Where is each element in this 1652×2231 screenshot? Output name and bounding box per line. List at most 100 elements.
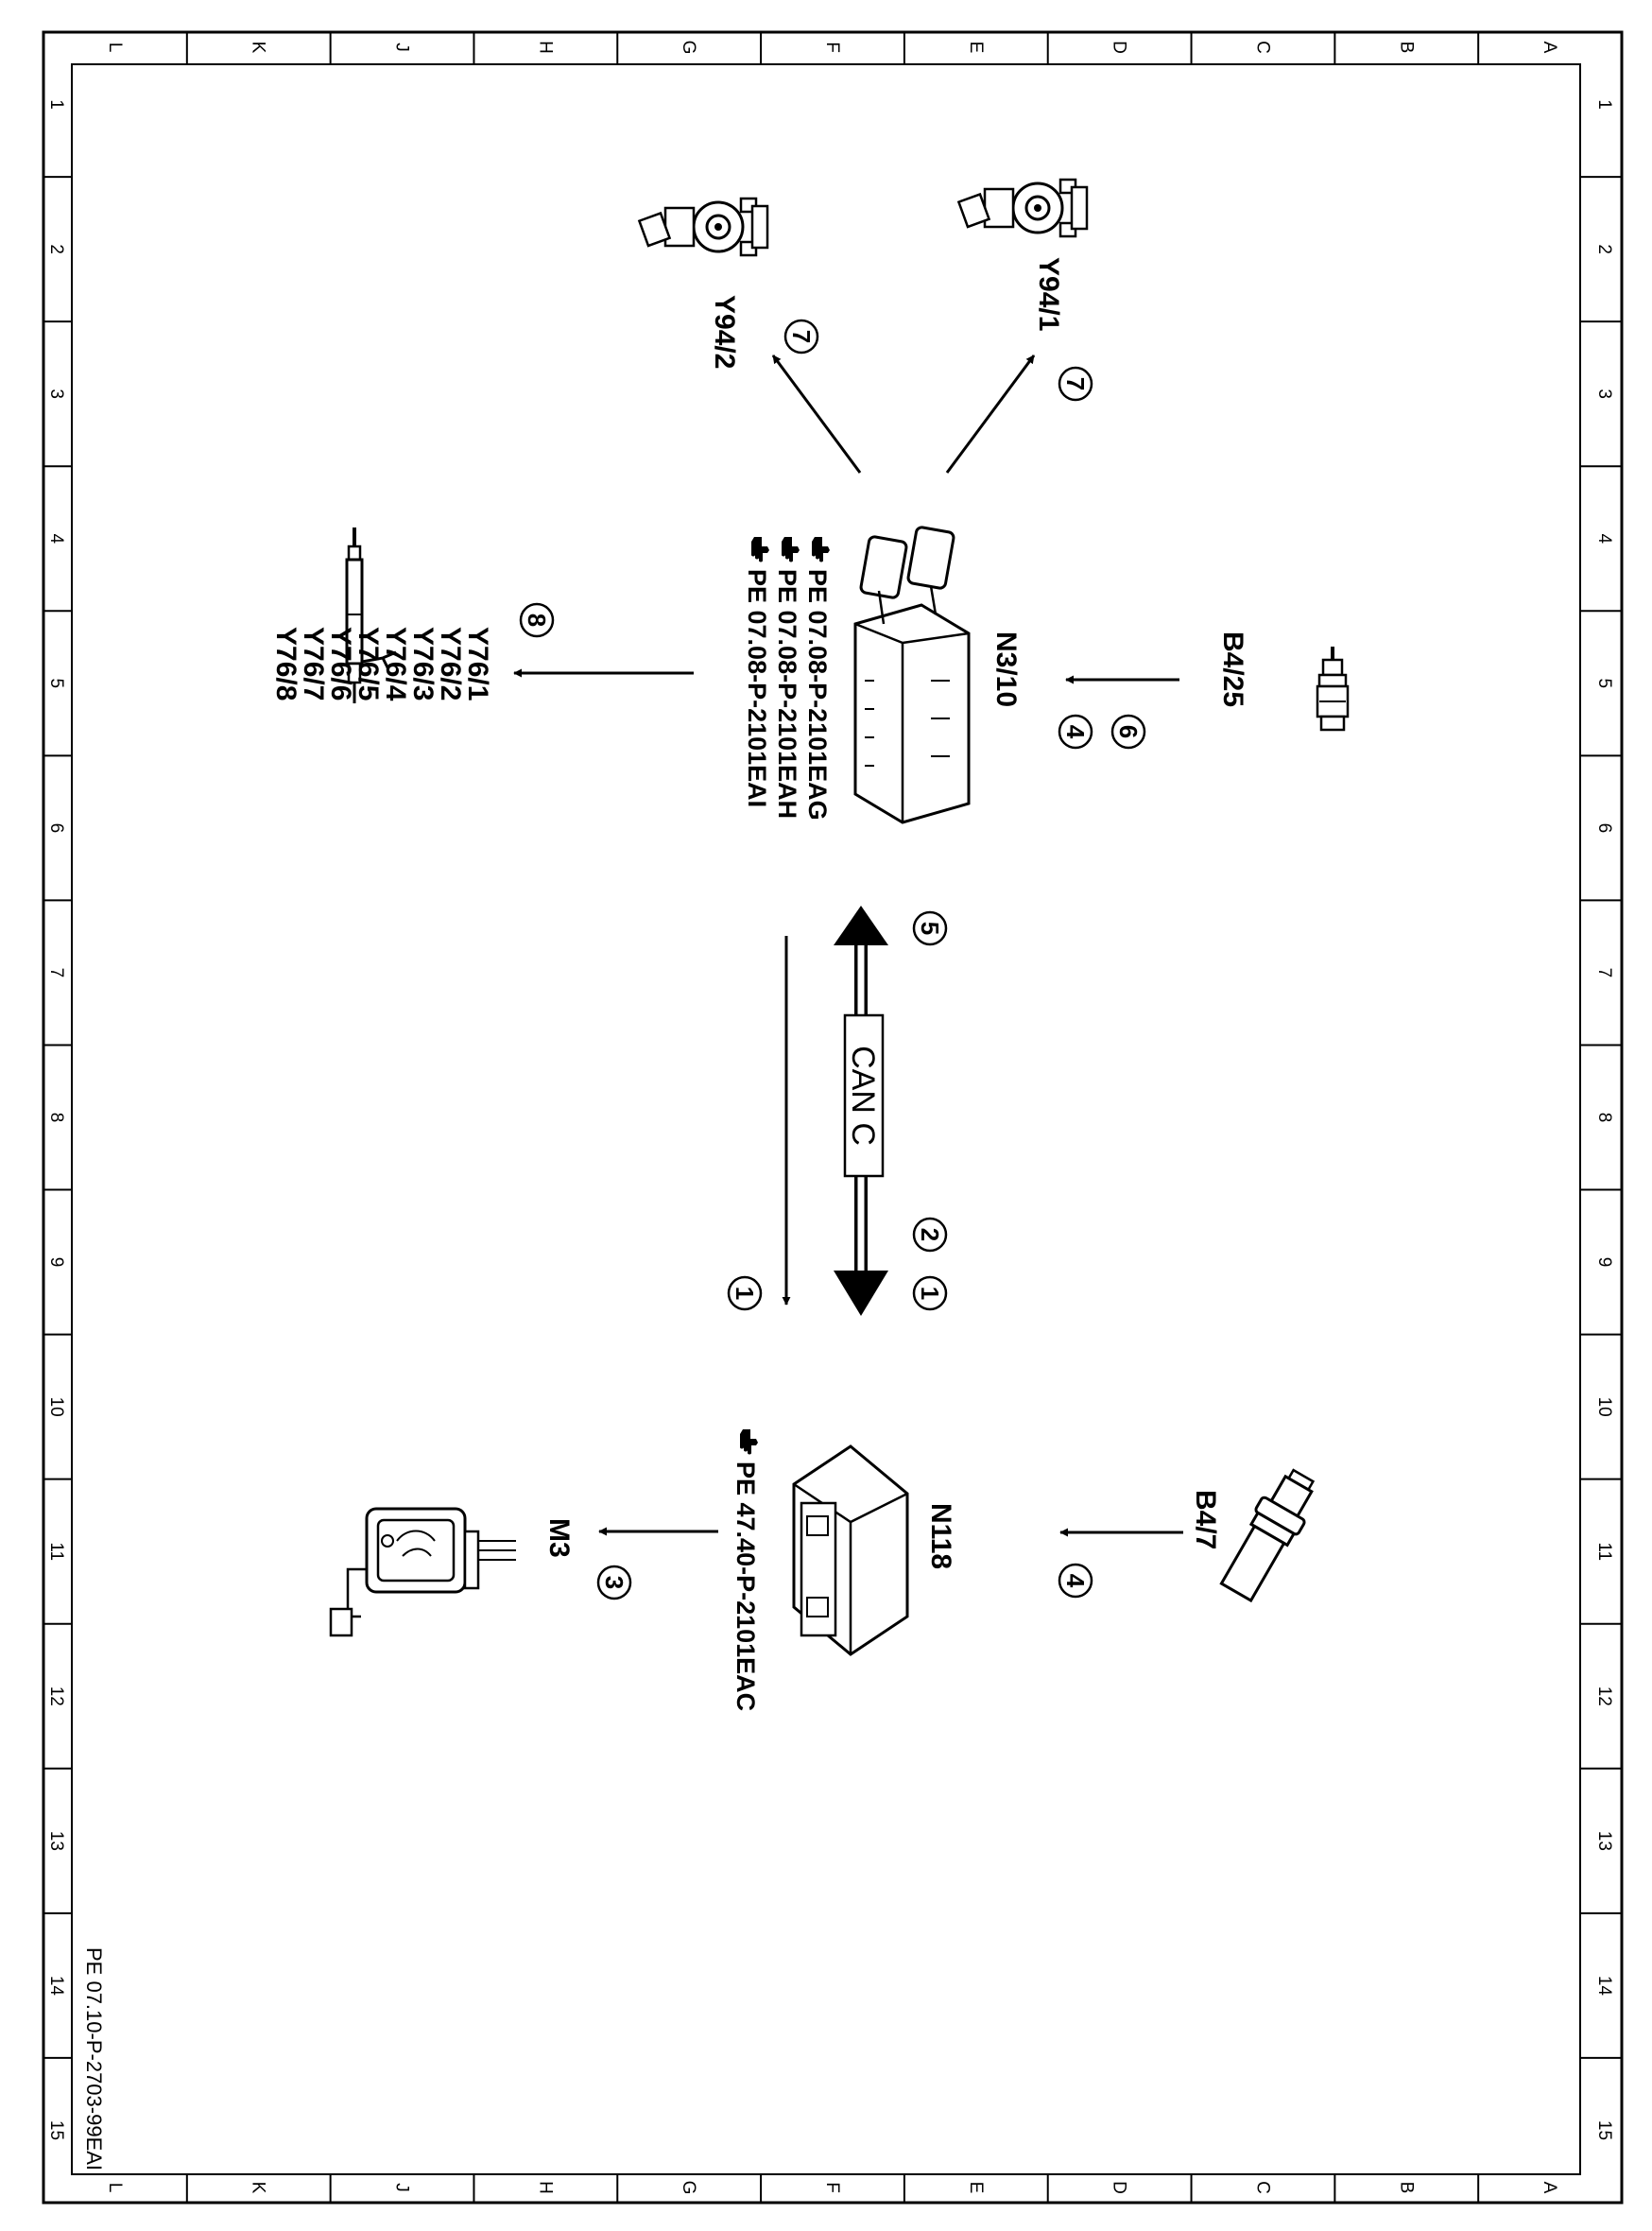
component-label-n118: N118 (925, 1503, 956, 1569)
grid-number-right: 13 (1594, 1831, 1614, 1851)
arrow-n3-10-to-y94-2 (771, 355, 862, 474)
grid-letter-top: K (249, 42, 268, 54)
grid-number-right: 15 (1594, 2120, 1614, 2140)
callout-y94-2: 7 (783, 319, 819, 355)
component-label-m3: M3 (543, 1518, 575, 1558)
grid-number-right: 2 (1594, 244, 1614, 254)
grid-number-right: 12 (1594, 1686, 1614, 1706)
pointing-hand-icon (782, 537, 800, 562)
component-label-y76-7: Y76/7 (298, 627, 329, 700)
grid-number-left: 4 (46, 533, 66, 544)
component-label-y94-2: Y94/2 (709, 295, 740, 369)
grid-letter-top: F (822, 42, 842, 53)
svg-text:7: 7 (787, 330, 816, 343)
grid-letter-bottom: B (1396, 2182, 1416, 2194)
callout-n3-10-b: 6 (1110, 714, 1146, 750)
grid-letter-bottom: K (249, 2182, 268, 2194)
grid-letter-bottom: E (966, 2182, 986, 2194)
callout-signal-line: 1 (727, 1275, 763, 1311)
pointing-hand-icon (740, 1429, 758, 1455)
grid-letter-bottom: A (1540, 2182, 1559, 2194)
grid-letter-bottom: C (1252, 2181, 1272, 2194)
component-label-y76-5: Y76/5 (353, 627, 384, 700)
svg-text:5: 5 (916, 922, 944, 935)
grid-number-right: 14 (1594, 1976, 1614, 1997)
component-list-y76: Y76/1 Y76/2 Y76/3 Y76/4 Y76/5 Y76/6 Y76/… (270, 627, 493, 701)
svg-text:3: 3 (600, 1576, 628, 1589)
grid-letter-top: L (105, 43, 125, 53)
can-bus: CAN C (834, 906, 888, 1316)
pointing-hand-icon (812, 537, 830, 562)
valve-icon (956, 178, 1089, 238)
pump-icon (329, 1507, 516, 1637)
grid-number-right: 9 (1594, 1257, 1614, 1268)
grid-number-right: 11 (1594, 1542, 1614, 1561)
inner-frame (71, 63, 1581, 2175)
grid-number-right: 5 (1594, 679, 1614, 689)
component-label-b4-25: B4/25 (1217, 631, 1248, 707)
component-label-y76-3: Y76/3 (407, 627, 439, 700)
grid-number-left: 15 (46, 2120, 66, 2140)
pointing-hand-icon (751, 537, 769, 562)
grid-letter-bottom: J (392, 2183, 412, 2192)
grid-number-left: 13 (46, 1831, 66, 1851)
reference-list-n118: PE 47.40-P-2101EAC (731, 1429, 760, 1711)
callout-n3-10-a: 4 (1058, 714, 1093, 750)
component-label-b4-7: B4/7 (1190, 1490, 1221, 1549)
injector-icon (345, 527, 397, 703)
grid-letter-bottom: F (822, 2182, 842, 2193)
grid-letter-top: B (1396, 42, 1416, 54)
grid-letter-top: E (966, 42, 986, 54)
grid-number-right: 3 (1594, 389, 1614, 399)
grid-letter-top: J (392, 43, 412, 52)
grid-letter-bottom: D (1110, 2181, 1129, 2194)
grid-number-left: 10 (46, 1397, 66, 1417)
grid-number-left: 5 (46, 679, 66, 689)
component-label-y76-4: Y76/4 (380, 627, 411, 701)
grid-letter-top: C (1252, 41, 1272, 54)
component-label-y76-6: Y76/6 (325, 627, 356, 700)
grid-letter-top: A (1540, 42, 1559, 54)
component-label-n3-10: N3/10 (990, 631, 1022, 707)
grid-number-left: 14 (46, 1976, 66, 1997)
sensor-icon (1316, 647, 1350, 732)
component-label-y76-1: Y76/1 (462, 627, 493, 700)
grid-number-left: 8 (46, 1113, 66, 1123)
callout-y76: 8 (519, 602, 555, 638)
drawing-number: PE 07.10-P-2703-99EAI (82, 1947, 106, 2170)
svg-text:6: 6 (1114, 725, 1143, 738)
callout-can-bottom-b: 1 (912, 1275, 948, 1311)
component-label-y76-8: Y76/8 (270, 627, 301, 700)
callout-y94-1: 7 (1058, 366, 1093, 402)
svg-text:1: 1 (731, 1287, 759, 1300)
callout-can-bottom-a: 2 (912, 1217, 948, 1253)
can-bus-label: CAN C (845, 1046, 881, 1146)
outer-frame (42, 30, 1624, 2205)
grid-number-right: 1 (1594, 99, 1614, 110)
valve-icon (637, 197, 769, 257)
callout-n118-in: 4 (1058, 1563, 1093, 1599)
component-label-y76-2: Y76/2 (435, 627, 466, 700)
grid-letter-bottom: G (679, 2181, 698, 2195)
svg-text:7: 7 (1061, 377, 1090, 390)
reference-n3-10-1: PE 07.08-P-2101EAG (803, 569, 832, 821)
grid-number-left: 2 (46, 244, 66, 254)
arrow-n3-10-to-y94-1 (945, 355, 1036, 474)
grid-number-left: 3 (46, 389, 66, 399)
grid-number-left: 6 (46, 823, 66, 834)
svg-text:8: 8 (523, 614, 551, 627)
grid-number-right: 10 (1594, 1397, 1614, 1417)
grid-letter-top: D (1110, 41, 1129, 54)
svg-text:2: 2 (916, 1228, 944, 1241)
svg-text:4: 4 (1061, 725, 1090, 739)
component-label-y94-1: Y94/1 (1033, 257, 1064, 331)
pump-icon (792, 1444, 909, 1656)
reference-n3-10-2: PE 07.08-P-2101EAH (773, 569, 801, 819)
grid-number-left: 11 (46, 1542, 66, 1561)
grid-ticks (43, 32, 1622, 2203)
svg-text:1: 1 (916, 1287, 944, 1300)
grid-number-left: 1 (46, 99, 66, 110)
reference-n118-1: PE 47.40-P-2101EAC (731, 1461, 760, 1711)
